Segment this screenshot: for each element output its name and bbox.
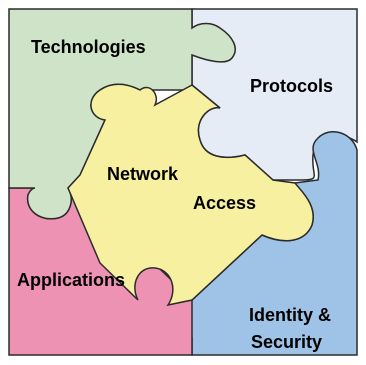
label-protocols: Protocols <box>250 76 334 96</box>
label-applications: Applications <box>17 270 126 290</box>
label-identity: Identity & <box>249 305 332 325</box>
label-network: Network <box>107 164 179 184</box>
label-technologies: Technologies <box>31 37 146 57</box>
label-access: Access <box>193 193 257 213</box>
piece-network-access <box>67 83 314 307</box>
label-security: Security <box>251 332 323 352</box>
